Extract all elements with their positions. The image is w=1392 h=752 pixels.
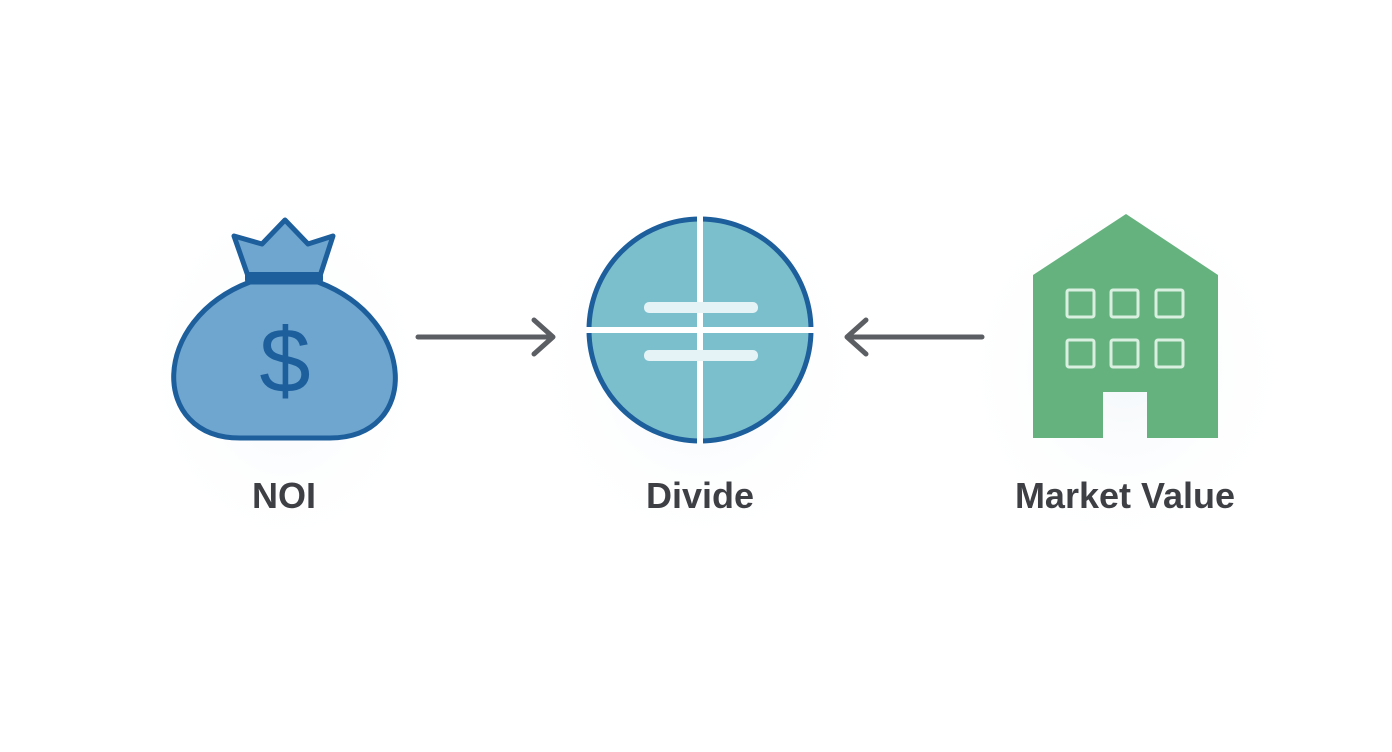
- divide-icon: [586, 216, 814, 444]
- building-window: [1065, 288, 1096, 319]
- money-bag-icon: $: [171, 217, 398, 441]
- building-window: [1154, 288, 1185, 319]
- market-value-label: Market Value: [1014, 475, 1236, 516]
- building-window: [1154, 338, 1185, 369]
- arrow-noi-to-divide: [415, 317, 556, 357]
- building-window: [1109, 338, 1140, 369]
- arrow-market-to-divide: [844, 317, 985, 357]
- building-icon: [1033, 214, 1218, 438]
- dollar-sign: $: [259, 310, 310, 412]
- noi-label: NOI: [251, 475, 316, 516]
- building-window: [1109, 288, 1140, 319]
- divide-label: Divide: [645, 475, 755, 516]
- building-window: [1065, 338, 1096, 369]
